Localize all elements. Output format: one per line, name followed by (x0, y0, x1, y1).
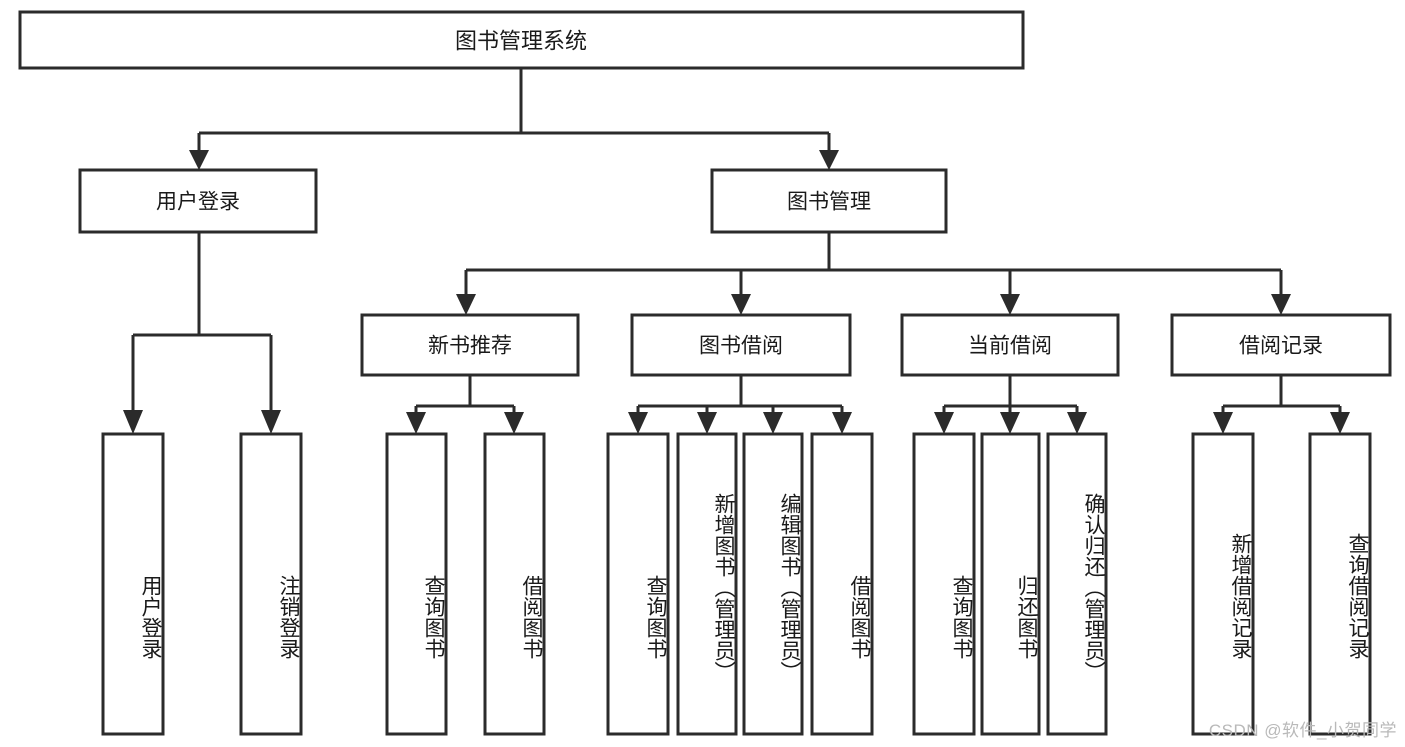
arrowhead-leaf-bookborrow-1 (628, 412, 648, 434)
arrowhead-book-manage (819, 150, 839, 170)
node-user-login-label: 用户登录 (156, 191, 240, 214)
node-current-borrow-label: 当前借阅 (968, 335, 1052, 358)
connectors-group (123, 68, 1350, 434)
leaf-box-return-book[interactable] (980, 432, 1041, 736)
arrowhead-current-borrow (1000, 294, 1020, 315)
arrowhead-leaf-currentborrow-2 (1000, 412, 1020, 434)
arrowhead-leaf-currentborrow-1 (934, 412, 954, 434)
arrowhead-leaf-bookborrow-3 (763, 412, 783, 434)
node-root[interactable]: 图书管理系统 (18, 10, 1025, 70)
node-current-borrow-box[interactable] (900, 313, 1120, 377)
node-borrow-record[interactable]: 借阅记录 (1170, 313, 1392, 377)
leaf-box-borrow-book[interactable] (810, 432, 874, 736)
arrowhead-book-borrow (731, 294, 751, 315)
arrowhead-leaf-bookborrow-4 (832, 412, 852, 434)
node-user-login-box[interactable] (78, 168, 318, 234)
arrowhead-new-book-recommend (456, 294, 476, 315)
leaf-box-query-book-recommend[interactable] (385, 432, 448, 736)
node-book-borrow-box[interactable] (630, 313, 852, 377)
leaf-box-query-borrow-record[interactable] (1308, 432, 1372, 736)
node-book-management-label: 图书管理 (787, 191, 871, 214)
leaf-box-borrow-book-recommend[interactable] (483, 432, 546, 736)
node-book-management-box[interactable] (710, 168, 948, 234)
arrowhead-leaf-borrowrecord-2 (1330, 412, 1350, 434)
leaf-box-query-book-current[interactable] (912, 432, 976, 736)
leaf-boxes-group (101, 432, 1372, 736)
node-new-book-recommend-label: 新书推荐 (428, 335, 512, 358)
node-borrow-record-box[interactable] (1170, 313, 1392, 377)
leaf-box-confirm-return-admin[interactable] (1046, 432, 1108, 736)
arrowhead-borrow-record (1271, 294, 1291, 315)
leaf-box-add-book-admin[interactable] (676, 432, 738, 736)
node-book-borrow-label: 图书借阅 (699, 335, 783, 358)
leaf-box-query-book-borrow[interactable] (606, 432, 670, 736)
arrowhead-leaf-bookborrow-2 (697, 412, 717, 434)
arrowhead-leaf-currentborrow-3 (1067, 412, 1087, 434)
watermark-text: CSDN @软件_小贺同学 (1208, 721, 1397, 740)
leaf-box-edit-book-admin[interactable] (742, 432, 804, 736)
arrowhead-user-login (189, 150, 209, 170)
arrowhead-leaf-user-login-1 (123, 410, 143, 434)
leaf-box-user-login[interactable] (101, 432, 165, 736)
node-root-box[interactable] (18, 10, 1025, 70)
node-current-borrow[interactable]: 当前借阅 (900, 313, 1120, 377)
arrowhead-leaf-borrowrecord-1 (1213, 412, 1233, 434)
arrowhead-leaf-newbook-2 (504, 412, 524, 434)
node-book-borrow[interactable]: 图书借阅 (630, 313, 852, 377)
node-root-label: 图书管理系统 (455, 29, 587, 54)
arrowhead-leaf-user-login-2 (261, 410, 281, 434)
node-user-login[interactable]: 用户登录 (78, 168, 318, 234)
arrowhead-leaf-newbook-1 (406, 412, 426, 434)
node-book-management[interactable]: 图书管理 (710, 168, 948, 234)
node-borrow-record-label: 借阅记录 (1239, 335, 1323, 358)
leaf-box-logout[interactable] (239, 432, 303, 736)
node-new-book-recommend[interactable]: 新书推荐 (360, 313, 580, 377)
node-new-book-recommend-box[interactable] (360, 313, 580, 377)
leaf-box-add-borrow-record[interactable] (1191, 432, 1255, 736)
